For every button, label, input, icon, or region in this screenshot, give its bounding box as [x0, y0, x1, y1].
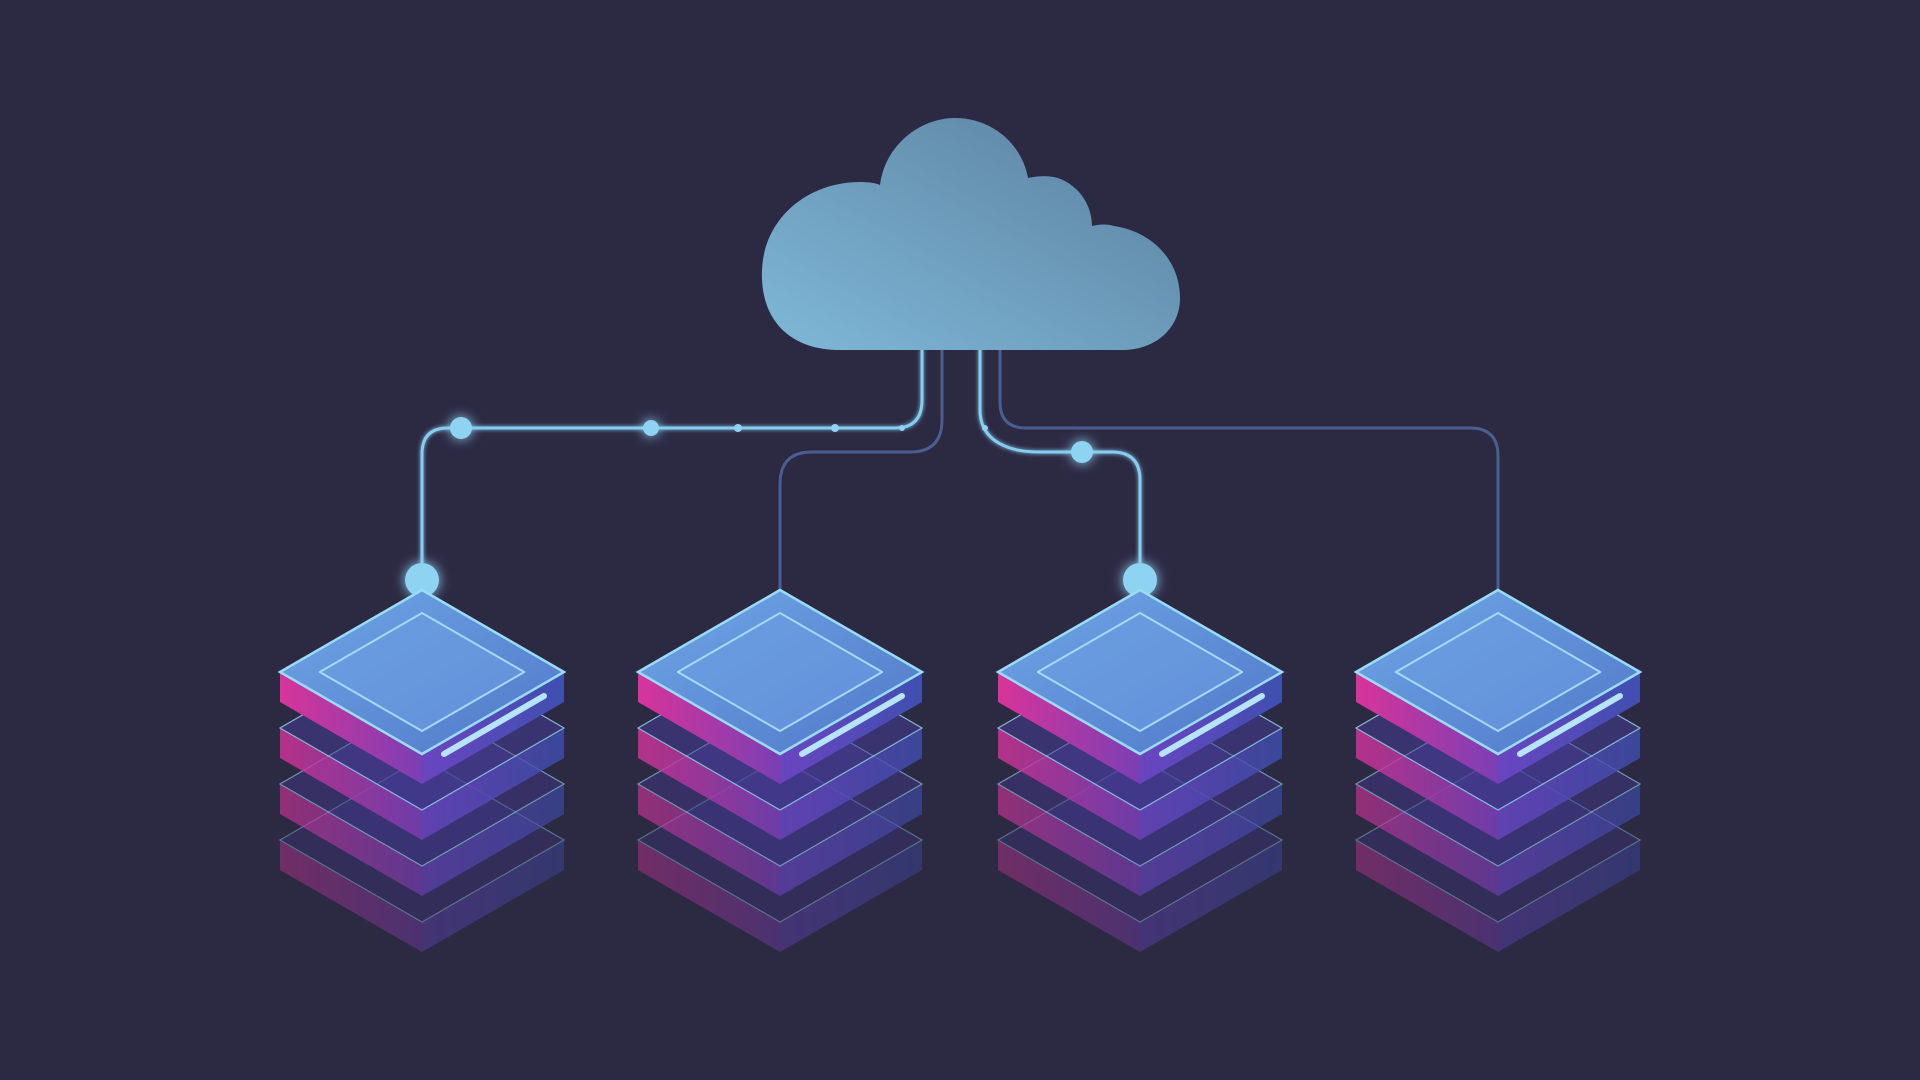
server-layer	[995, 588, 1285, 784]
server-side-left	[998, 672, 1140, 784]
server-inner-panel	[1394, 611, 1602, 733]
server-side-left	[638, 840, 780, 952]
server-port-3	[1123, 563, 1157, 597]
server-group	[277, 588, 1643, 952]
server-side-left	[1356, 840, 1498, 952]
connection-nodes	[405, 417, 1157, 597]
connection-line-server-2	[778, 348, 944, 592]
connection-line-server-4	[998, 348, 1500, 592]
server-side-right	[1498, 728, 1640, 840]
server-side-right	[1140, 728, 1282, 840]
server-layer	[635, 588, 925, 784]
server-status-slot	[799, 693, 905, 757]
server-side-left	[638, 784, 780, 896]
node-dot	[643, 420, 659, 436]
node-dot	[1071, 441, 1093, 463]
server-port-1	[405, 563, 439, 597]
connection-line-server-3	[978, 348, 1142, 582]
server-layer	[1353, 588, 1643, 784]
server-side-left	[280, 728, 422, 840]
server-side-left	[280, 840, 422, 952]
server-side-right	[780, 784, 922, 896]
server-inner-panel	[676, 611, 884, 733]
cloud-icon	[761, 118, 1180, 350]
server-side-left	[998, 728, 1140, 840]
server-side-left	[638, 672, 780, 784]
server-side-left	[1356, 672, 1498, 784]
server-side-left	[1356, 728, 1498, 840]
server-side-right	[1140, 784, 1282, 896]
connection-lines	[420, 348, 1500, 592]
server-stack-icon	[635, 588, 925, 952]
server-layer	[277, 588, 567, 784]
server-side-right	[780, 840, 922, 952]
server-side-right	[422, 784, 564, 896]
node-dot	[734, 424, 742, 432]
node-dot	[831, 424, 839, 432]
server-side-right	[422, 840, 564, 952]
server-status-slot	[1517, 693, 1623, 757]
cloud-shape	[761, 118, 1180, 350]
server-side-right	[1498, 840, 1640, 952]
node-dot	[899, 425, 905, 431]
connection-line-server-1	[420, 348, 924, 582]
server-side-right	[1498, 784, 1640, 896]
server-side-left	[280, 784, 422, 896]
server-side-left	[638, 728, 780, 840]
server-side-left	[998, 784, 1140, 896]
server-stack-icon	[1353, 588, 1643, 952]
server-stack-icon	[277, 588, 567, 952]
node-dot	[450, 417, 472, 439]
server-side-left	[280, 672, 422, 784]
server-side-right	[780, 728, 922, 840]
server-status-slot	[441, 693, 547, 757]
server-side-right	[422, 728, 564, 840]
server-stack-icon	[995, 588, 1285, 952]
server-side-left	[1356, 784, 1498, 896]
server-inner-panel	[318, 611, 526, 733]
server-side-right	[1140, 840, 1282, 952]
server-status-slot	[1159, 693, 1265, 757]
server-inner-panel	[1036, 611, 1244, 733]
server-side-left	[998, 840, 1140, 952]
node-dot	[982, 425, 988, 431]
